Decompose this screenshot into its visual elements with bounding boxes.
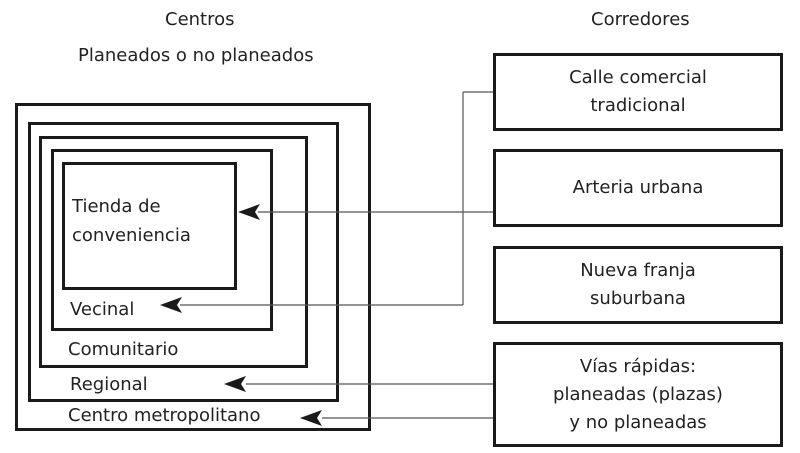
corridor-arteria-urbana-line1: Arteria urbana: [572, 177, 704, 198]
box-centro-metropolitano: [15, 103, 371, 431]
corridor-vias-rapidas-line2: planeadas (plazas): [553, 383, 723, 405]
label-vecinal: Vecinal: [70, 299, 135, 320]
box-tienda-conveniencia: [62, 162, 237, 290]
heading-centros: Centros: [165, 9, 235, 30]
corridor-calle-comercial: Calle comercial tradicional: [493, 53, 783, 131]
box-regional: [28, 122, 339, 402]
corridor-vias-rapidas: Vías rápidas: planeadas (plazas) y no pl…: [493, 342, 783, 447]
label-tienda-line2: conveniencia: [72, 225, 191, 246]
corridor-nueva-franja-line2: suburbana: [590, 288, 686, 309]
corridor-nueva-franja: Nueva franja suburbana: [493, 246, 783, 324]
corridor-nueva-franja-line1: Nueva franja: [580, 260, 696, 281]
label-centro-metropolitano: Centro metropolitano: [68, 405, 261, 426]
corridor-calle-comercial-line2: tradicional: [590, 95, 686, 116]
arrow-to-tienda: [238, 204, 260, 220]
label-comunitario: Comunitario: [68, 339, 179, 360]
label-tienda-line1: Tienda de: [72, 196, 161, 217]
heading-corredores: Corredores: [591, 9, 690, 30]
corridor-arteria-urbana: Arteria urbana: [493, 149, 783, 227]
corridor-vias-rapidas-line3: y no planeadas: [569, 411, 707, 433]
box-comunitario: [39, 136, 308, 368]
corridor-vias-rapidas-line1: Vías rápidas:: [579, 355, 697, 377]
corridor-calle-comercial-line1: Calle comercial: [569, 67, 707, 88]
arrow-to-vecinal: [160, 297, 182, 313]
arrow-to-regional: [224, 376, 246, 392]
box-vecinal: [51, 149, 273, 331]
label-regional: Regional: [70, 374, 148, 395]
arrow-to-metropolitano: [300, 410, 322, 426]
heading-planeados: Planeados o no planeados: [78, 45, 314, 66]
